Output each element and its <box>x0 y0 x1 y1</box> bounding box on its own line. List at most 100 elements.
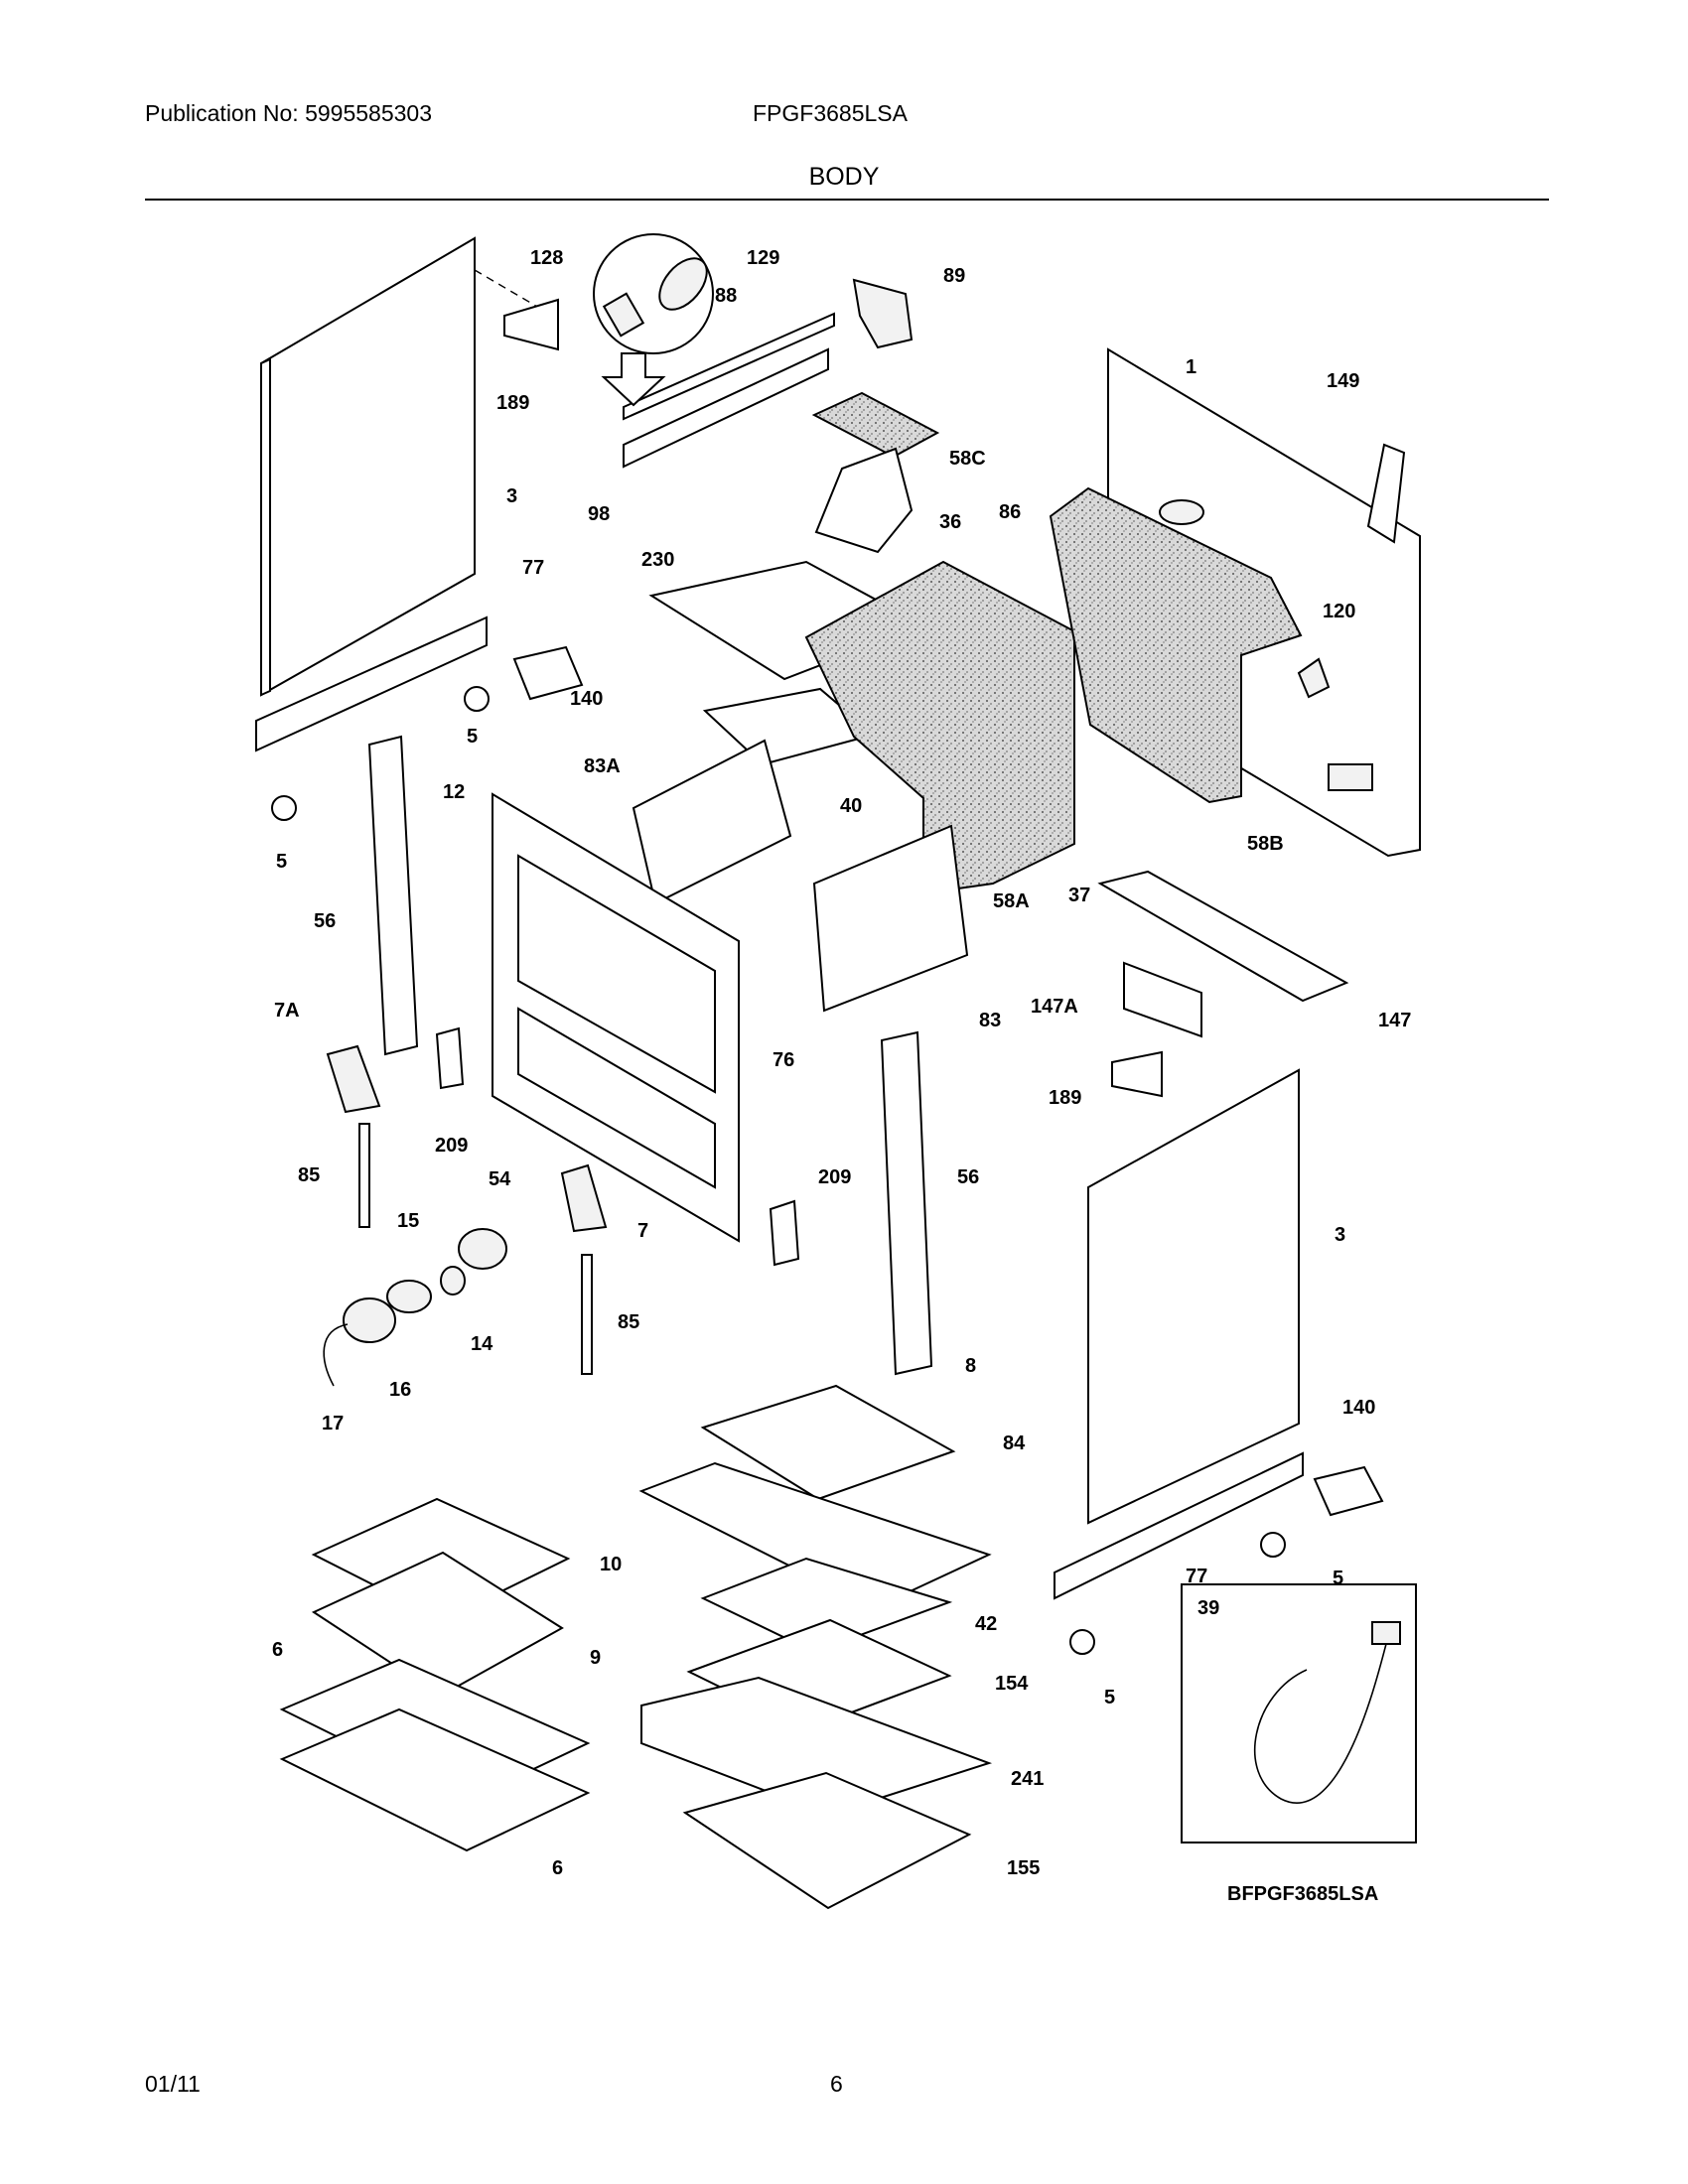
spring-85-left <box>358 1123 370 1228</box>
drawer-pan-155 <box>682 1771 972 1910</box>
callout: 85 <box>298 1164 320 1186</box>
callout: 189 <box>496 392 529 414</box>
bracket-209-right <box>769 1199 800 1267</box>
callout: 189 <box>1049 1087 1081 1109</box>
light-housing-16 <box>343 1297 396 1343</box>
callout: 6 <box>272 1639 283 1661</box>
leveling-leg-5-d <box>1069 1629 1095 1655</box>
side-panel-left <box>260 236 557 697</box>
hinge-7 <box>560 1163 608 1233</box>
callout: 8 <box>965 1355 976 1377</box>
callout: 10 <box>600 1554 622 1575</box>
bracket-189-lower <box>1111 1050 1163 1098</box>
bracket-189-top <box>503 298 559 351</box>
callout: 83 <box>979 1010 1001 1031</box>
callout: 6 <box>552 1857 563 1879</box>
callout: 76 <box>773 1049 794 1071</box>
power-cord-inset <box>1181 1583 1417 1843</box>
oven-rack-6-lower <box>279 1707 591 1852</box>
callout: 241 <box>1011 1768 1044 1790</box>
drawer-liner-42 <box>700 1557 953 1654</box>
bracket-209-left <box>435 1026 465 1090</box>
page-number: 6 <box>830 2071 843 2097</box>
callout: 230 <box>641 549 674 571</box>
hinge-7A <box>326 1044 381 1114</box>
trim-strip-56-middle <box>880 1030 933 1376</box>
callout: 147 <box>1378 1010 1411 1031</box>
spring-85-right <box>581 1254 593 1375</box>
callout: 88 <box>715 285 737 307</box>
callout: 147A <box>1031 996 1078 1018</box>
callout: 58C <box>949 448 986 470</box>
callout: 58B <box>1247 833 1284 855</box>
diagram-id: BFPGF3685LSA <box>1227 1883 1378 1905</box>
callout: 7A <box>274 1000 300 1022</box>
inset-label: 39 <box>1197 1597 1219 1619</box>
section-title: BODY <box>808 163 880 191</box>
wire-17 <box>323 1323 349 1387</box>
callout: 56 <box>314 910 336 932</box>
callout: 15 <box>397 1210 419 1232</box>
callout: 98 <box>588 503 610 525</box>
callout: 5 <box>276 851 287 873</box>
title-divider <box>145 199 1549 201</box>
callout-labels: 128 129 89 88 189 98 3 77 140 5 5 230 36… <box>272 247 1411 1905</box>
callout: 129 <box>747 247 779 269</box>
leveling-leg-5-b <box>271 795 297 821</box>
callout: 56 <box>957 1166 979 1188</box>
callout: 154 <box>995 1673 1029 1695</box>
callout: 89 <box>943 265 965 287</box>
callout: 209 <box>818 1166 851 1188</box>
switch-120 <box>1297 657 1331 699</box>
callout: 5 <box>467 726 478 748</box>
valve-bracket-89 <box>852 278 914 349</box>
light-lens-54 <box>458 1228 507 1270</box>
bracket-140-right <box>1313 1465 1384 1517</box>
callout: 17 <box>322 1413 344 1434</box>
callout: 77 <box>522 557 544 579</box>
rail-77-left <box>255 615 488 752</box>
callout: 85 <box>618 1311 639 1333</box>
callout: 12 <box>443 781 465 803</box>
rail-88 <box>623 312 835 421</box>
callout: 54 <box>489 1168 511 1190</box>
callout: 209 <box>435 1135 468 1157</box>
insulation-58A <box>804 560 1075 895</box>
bracket-149 <box>1366 443 1406 544</box>
side-liner-83 <box>812 824 969 1013</box>
light-bulb-15 <box>386 1280 432 1313</box>
vent-duct-36 <box>814 447 914 554</box>
callout: 83A <box>584 755 621 777</box>
callout: 77 <box>1186 1566 1207 1587</box>
side-liner-83A <box>632 739 792 905</box>
drawer-frame-8 <box>700 1384 956 1501</box>
trim-strip-56-left <box>367 735 419 1056</box>
bracket-140-left <box>512 645 584 701</box>
callout: 40 <box>840 795 862 817</box>
callout: 84 <box>1003 1433 1026 1454</box>
insulation-58B <box>1049 486 1303 804</box>
callout: 5 <box>1333 1568 1343 1589</box>
bracket-147 <box>1097 870 1349 1003</box>
callout: 155 <box>1007 1857 1040 1879</box>
leveling-leg-5-c <box>1260 1532 1286 1558</box>
callout: 140 <box>1342 1397 1375 1419</box>
leveling-leg-5-a <box>464 686 490 712</box>
insert-circle-128-129 <box>593 233 714 407</box>
plate-147A <box>1123 961 1202 1038</box>
callout: 149 <box>1327 370 1359 392</box>
footer-date: 01/11 <box>145 2071 201 2097</box>
front-frame-76 <box>492 792 740 1243</box>
rail-77-right <box>1054 1451 1304 1600</box>
callout: 14 <box>471 1333 493 1355</box>
callout: 58A <box>993 890 1030 912</box>
insulation-58C <box>811 391 940 459</box>
drawer-bottom-241 <box>640 1676 993 1817</box>
callout: 3 <box>1335 1224 1345 1246</box>
model-number: FPGF3685LSA <box>753 100 908 126</box>
callout: 9 <box>590 1647 601 1669</box>
callout: 128 <box>530 247 563 269</box>
callout: 3 <box>506 485 517 507</box>
callout: 120 <box>1323 601 1355 622</box>
